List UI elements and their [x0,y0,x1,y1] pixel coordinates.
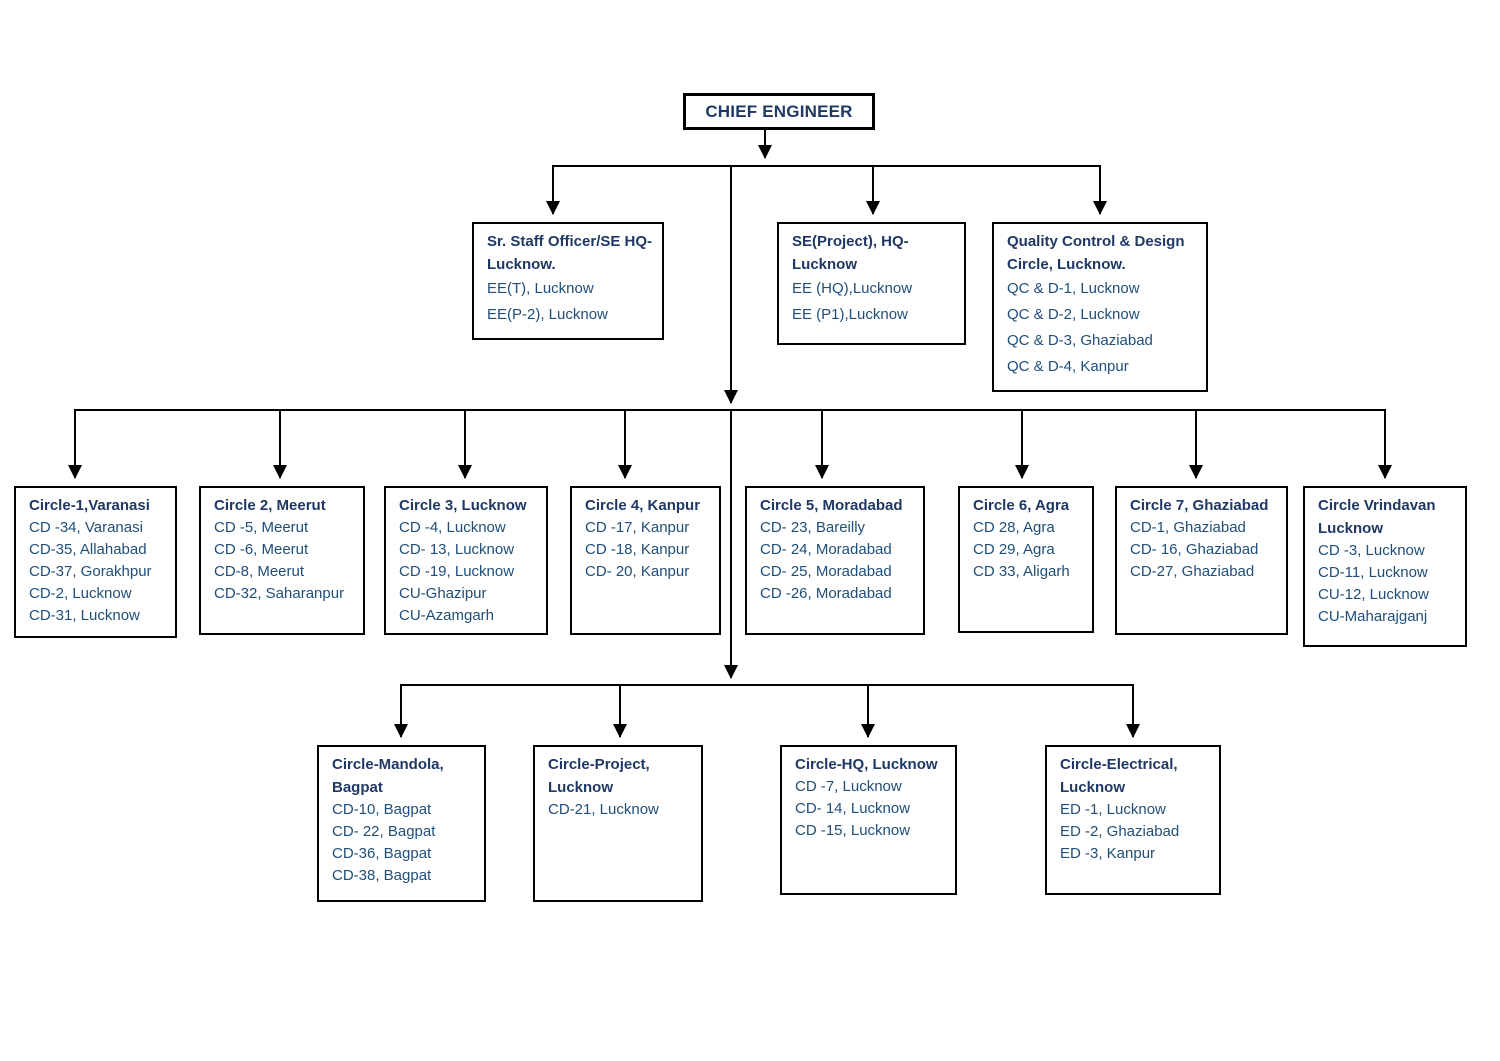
node-circle-6-agra: Circle 6, Agra CD 28, Agra CD 29, Agra C… [958,486,1094,633]
node-circle-vrindavan: Circle Vrindavan Lucknow CD -3, Lucknow … [1303,486,1467,647]
node-item: EE (P1),Lucknow [792,306,908,323]
node-item: CD-31, Lucknow [29,607,140,624]
node-item: CD- 23, Bareilly [760,519,866,536]
node-item: CD-1, Ghaziabad [1130,519,1246,536]
node-item: CD- 13, Lucknow [399,541,515,558]
node-item: CD -26, Moradabad [760,585,892,602]
node-title: Circle-HQ, Lucknow [795,756,938,773]
node-circle-5-moradabad: Circle 5, Moradabad CD- 23, Bareilly CD-… [745,486,925,635]
node-item: QC & D-4, Kanpur [1007,358,1129,375]
node-item: CD -17, Kanpur [585,519,690,536]
node-item: CD-36, Bagpat [332,845,432,862]
node-item: EE (HQ),Lucknow [792,280,913,297]
node-quality-control-design: Quality Control & Design Circle, Lucknow… [992,222,1208,392]
node-title: Circle-Project, Lucknow [548,756,650,796]
node-item: CD- 25, Moradabad [760,563,892,580]
node-circle-1-varanasi: Circle-1,Varanasi CD -34, Varanasi CD-35… [14,486,177,638]
node-item: QC & D-2, Lucknow [1007,306,1140,323]
node-item: CD 28, Agra [973,519,1055,536]
node-title: Quality Control & Design Circle, Lucknow… [1007,233,1185,273]
node-item: ED -1, Lucknow [1060,801,1166,818]
node-circle-2-meerut: Circle 2, Meerut CD -5, Meerut CD -6, Me… [199,486,365,635]
node-item: CD-8, Meerut [214,563,305,580]
node-item: CD-21, Lucknow [548,801,659,818]
node-item: ED -2, Ghaziabad [1060,823,1180,840]
node-title: Sr. Staff Officer/SE HQ-Lucknow. [487,233,653,273]
node-title: Circle-1,Varanasi [29,497,150,514]
node-item: ED -3, Kanpur [1060,845,1156,862]
node-item: CD 29, Agra [973,541,1055,558]
node-circle-3-lucknow: Circle 3, Lucknow CD -4, Lucknow CD- 13,… [384,486,548,635]
node-circle-mandola: Circle-Mandola, Bagpat CD-10, Bagpat CD-… [317,745,486,902]
node-item: CD -19, Lucknow [399,563,515,580]
node-item: CD -18, Kanpur [585,541,690,558]
node-item: CD- 14, Lucknow [795,800,911,817]
node-circle-4-kanpur: Circle 4, Kanpur CD -17, Kanpur CD -18, … [570,486,721,635]
node-item: CD -34, Varanasi [29,519,143,536]
node-circle-electrical: Circle-Electrical, Lucknow ED -1, Luckno… [1045,745,1221,895]
node-title: Circle 2, Meerut [214,497,326,514]
node-title: Circle-Mandola, Bagpat [332,756,444,796]
node-item: QC & D-1, Lucknow [1007,280,1140,297]
node-item: CD -5, Meerut [214,519,309,536]
node-item: CD-37, Gorakhpur [29,563,152,580]
node-title: Circle 4, Kanpur [585,497,701,514]
node-item: CU-Ghazipur [399,585,487,602]
node-item: CD -4, Lucknow [399,519,506,536]
node-circle-hq: Circle-HQ, Lucknow CD -7, Lucknow CD- 14… [780,745,957,895]
node-item: CU-Azamgarh [399,607,495,624]
node-chief-engineer: CHIEF ENGINEER [683,93,875,130]
node-item: CD-10, Bagpat [332,801,432,818]
node-title: Circle 5, Moradabad [760,497,903,514]
node-title: Circle 7, Ghaziabad [1130,497,1269,514]
node-item: CU-Maharajganj [1318,608,1428,625]
node-item: CD -15, Lucknow [795,822,911,839]
node-item: CD-32, Saharanpur [214,585,345,602]
node-item: CD -3, Lucknow [1318,542,1425,559]
node-se-project: SE(Project), HQ-Lucknow EE (HQ),Lucknow … [777,222,966,345]
node-title: Circle Vrindavan Lucknow [1318,497,1436,537]
node-item: CD-27, Ghaziabad [1130,563,1255,580]
node-item: CD- 16, Ghaziabad [1130,541,1259,558]
node-item: CD-35, Allahabad [29,541,147,558]
node-item: CD- 22, Bagpat [332,823,436,840]
node-item: CD-38, Bagpat [332,867,432,884]
node-item: CD- 20, Kanpur [585,563,690,580]
node-item: CD -7, Lucknow [795,778,902,795]
node-sr-staff-officer: Sr. Staff Officer/SE HQ-Lucknow. EE(T), … [472,222,664,340]
node-circle-project: Circle-Project, Lucknow CD-21, Lucknow [533,745,703,902]
node-title: SE(Project), HQ-Lucknow [792,233,909,273]
node-item: CD -6, Meerut [214,541,309,558]
node-item: CD- 24, Moradabad [760,541,892,558]
node-item: EE(P-2), Lucknow [487,306,608,323]
node-title: Circle-Electrical, Lucknow [1060,756,1178,796]
node-item: QC & D-3, Ghaziabad [1007,332,1153,349]
node-item: CD-11, Lucknow [1318,564,1428,581]
node-circle-7-ghaziabad: Circle 7, Ghaziabad CD-1, Ghaziabad CD- … [1115,486,1288,635]
node-item: CD-2, Lucknow [29,585,132,602]
node-item: CU-12, Lucknow [1318,586,1429,603]
node-title: Circle 6, Agra [973,497,1070,514]
node-item: CD 33, Aligarh [973,563,1070,580]
node-title: CHIEF ENGINEER [705,101,853,121]
node-item: EE(T), Lucknow [487,280,594,297]
node-title: Circle 3, Lucknow [399,497,527,514]
